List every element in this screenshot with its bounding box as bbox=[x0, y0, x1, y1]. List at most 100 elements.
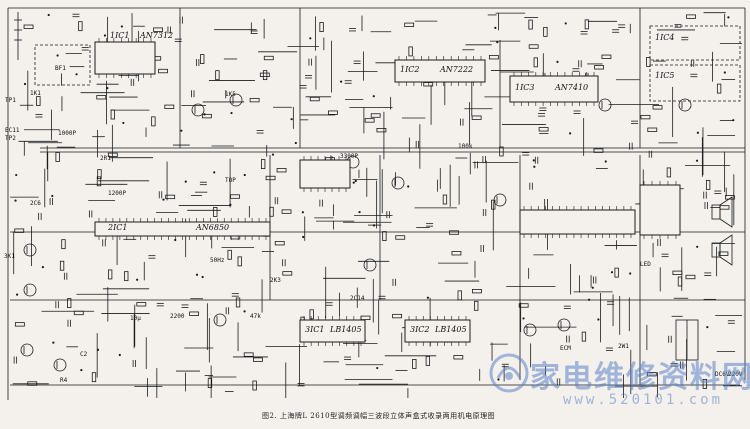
resistor-icon bbox=[281, 209, 292, 214]
resistor-icon bbox=[453, 355, 464, 360]
resistor-icon bbox=[269, 206, 274, 217]
transistor-icon bbox=[363, 258, 377, 272]
resistor-icon bbox=[243, 352, 254, 357]
junction-dot bbox=[358, 210, 361, 214]
resistor-icon bbox=[319, 22, 324, 32]
junction-dot bbox=[372, 95, 375, 98]
resistor-icon bbox=[230, 194, 240, 199]
resistor-icon bbox=[73, 310, 84, 316]
resistor-icon bbox=[601, 54, 612, 59]
junction-dot bbox=[732, 119, 735, 122]
resistor-icon bbox=[425, 356, 431, 366]
resistor-icon bbox=[533, 57, 538, 68]
resistor-icon bbox=[97, 169, 102, 180]
component-label: 2K3 bbox=[270, 277, 281, 284]
resistor-icon bbox=[61, 239, 66, 250]
resistor-icon bbox=[189, 311, 200, 316]
resistor-icon bbox=[499, 146, 504, 157]
junction-dot bbox=[162, 198, 165, 201]
ic-chip bbox=[639, 184, 681, 236]
resistor-icon bbox=[718, 251, 729, 256]
transistor-icon bbox=[229, 93, 243, 107]
junction-dot bbox=[15, 173, 18, 177]
junction-dot bbox=[494, 26, 497, 29]
resistor-icon bbox=[207, 378, 213, 389]
transistor-icon bbox=[523, 323, 537, 337]
resistor-icon bbox=[36, 96, 41, 106]
resistor-icon bbox=[646, 372, 657, 377]
ic-label: 3IC2 bbox=[410, 325, 429, 334]
junction-dot bbox=[201, 275, 204, 279]
junction-dot bbox=[180, 129, 183, 132]
component-label: TP1 bbox=[5, 97, 16, 104]
resistor-icon bbox=[59, 260, 65, 271]
resistor-icon bbox=[27, 381, 38, 386]
speaker-icon bbox=[719, 234, 733, 266]
junction-dot bbox=[47, 13, 50, 17]
ic-label: 1IC1 bbox=[110, 31, 129, 40]
component-label: ECM bbox=[560, 345, 571, 352]
resistor-icon bbox=[249, 97, 260, 103]
component-label: 2C14 bbox=[350, 295, 365, 302]
component-label: 3K1 bbox=[4, 253, 15, 260]
resistor-icon bbox=[276, 168, 287, 173]
resistor-icon bbox=[158, 68, 168, 74]
resistor-icon bbox=[528, 19, 533, 30]
ic-label: AN7312 bbox=[139, 31, 173, 40]
resistor-icon bbox=[108, 269, 113, 280]
resistor-icon bbox=[392, 313, 402, 319]
junction-dot bbox=[532, 159, 535, 162]
resistor-icon bbox=[518, 303, 529, 308]
resistor-icon bbox=[685, 274, 696, 280]
resistor-icon bbox=[153, 27, 163, 32]
transistor-icon bbox=[23, 243, 37, 257]
junction-dot bbox=[271, 153, 275, 156]
resistor-icon bbox=[110, 109, 115, 120]
resistor-icon bbox=[309, 309, 314, 320]
resistor-icon bbox=[67, 298, 72, 308]
ic-label: 1IC4 bbox=[655, 33, 674, 42]
resistor-icon bbox=[614, 267, 619, 278]
resistor-icon bbox=[404, 22, 415, 27]
resistor-icon bbox=[200, 54, 205, 64]
resistor-icon bbox=[261, 159, 266, 169]
junction-dot bbox=[696, 131, 699, 134]
junction-dot bbox=[522, 317, 525, 320]
component-label: 1K1 bbox=[30, 90, 41, 97]
resistor-icon bbox=[376, 128, 387, 133]
component-label: 2W1 bbox=[618, 343, 629, 350]
resistor-icon bbox=[395, 235, 406, 240]
component-label: BF1 bbox=[55, 65, 66, 72]
junction-dot bbox=[41, 265, 45, 269]
junction-dot bbox=[290, 118, 293, 121]
resistor-icon bbox=[227, 249, 232, 260]
transistor-icon bbox=[53, 358, 67, 372]
resistor-icon bbox=[364, 118, 375, 123]
junction-dot bbox=[52, 341, 55, 344]
resistor-icon bbox=[646, 57, 651, 67]
ic-label: AN7222 bbox=[439, 65, 473, 74]
component-label: 47k bbox=[250, 313, 261, 320]
resistor-icon bbox=[370, 113, 381, 118]
junction-dot bbox=[243, 310, 246, 313]
ic-chip bbox=[394, 59, 486, 83]
junction-dot bbox=[16, 293, 19, 296]
transistor-icon bbox=[598, 98, 612, 112]
resistor-icon bbox=[442, 194, 448, 205]
resistor-icon bbox=[584, 19, 590, 30]
component-label: 220V bbox=[728, 371, 743, 378]
resistor-icon bbox=[412, 359, 417, 369]
junction-dot bbox=[556, 60, 559, 63]
transistor-icon bbox=[191, 103, 205, 117]
junction-dot bbox=[230, 111, 233, 115]
junction-dot bbox=[339, 80, 343, 83]
module-box bbox=[649, 25, 741, 61]
resistor-icon bbox=[213, 207, 218, 217]
resistor-icon bbox=[328, 110, 338, 115]
ic-chip bbox=[519, 209, 636, 235]
junction-dot bbox=[229, 203, 232, 206]
resistor-icon bbox=[253, 357, 263, 362]
resistor-icon bbox=[672, 270, 683, 275]
